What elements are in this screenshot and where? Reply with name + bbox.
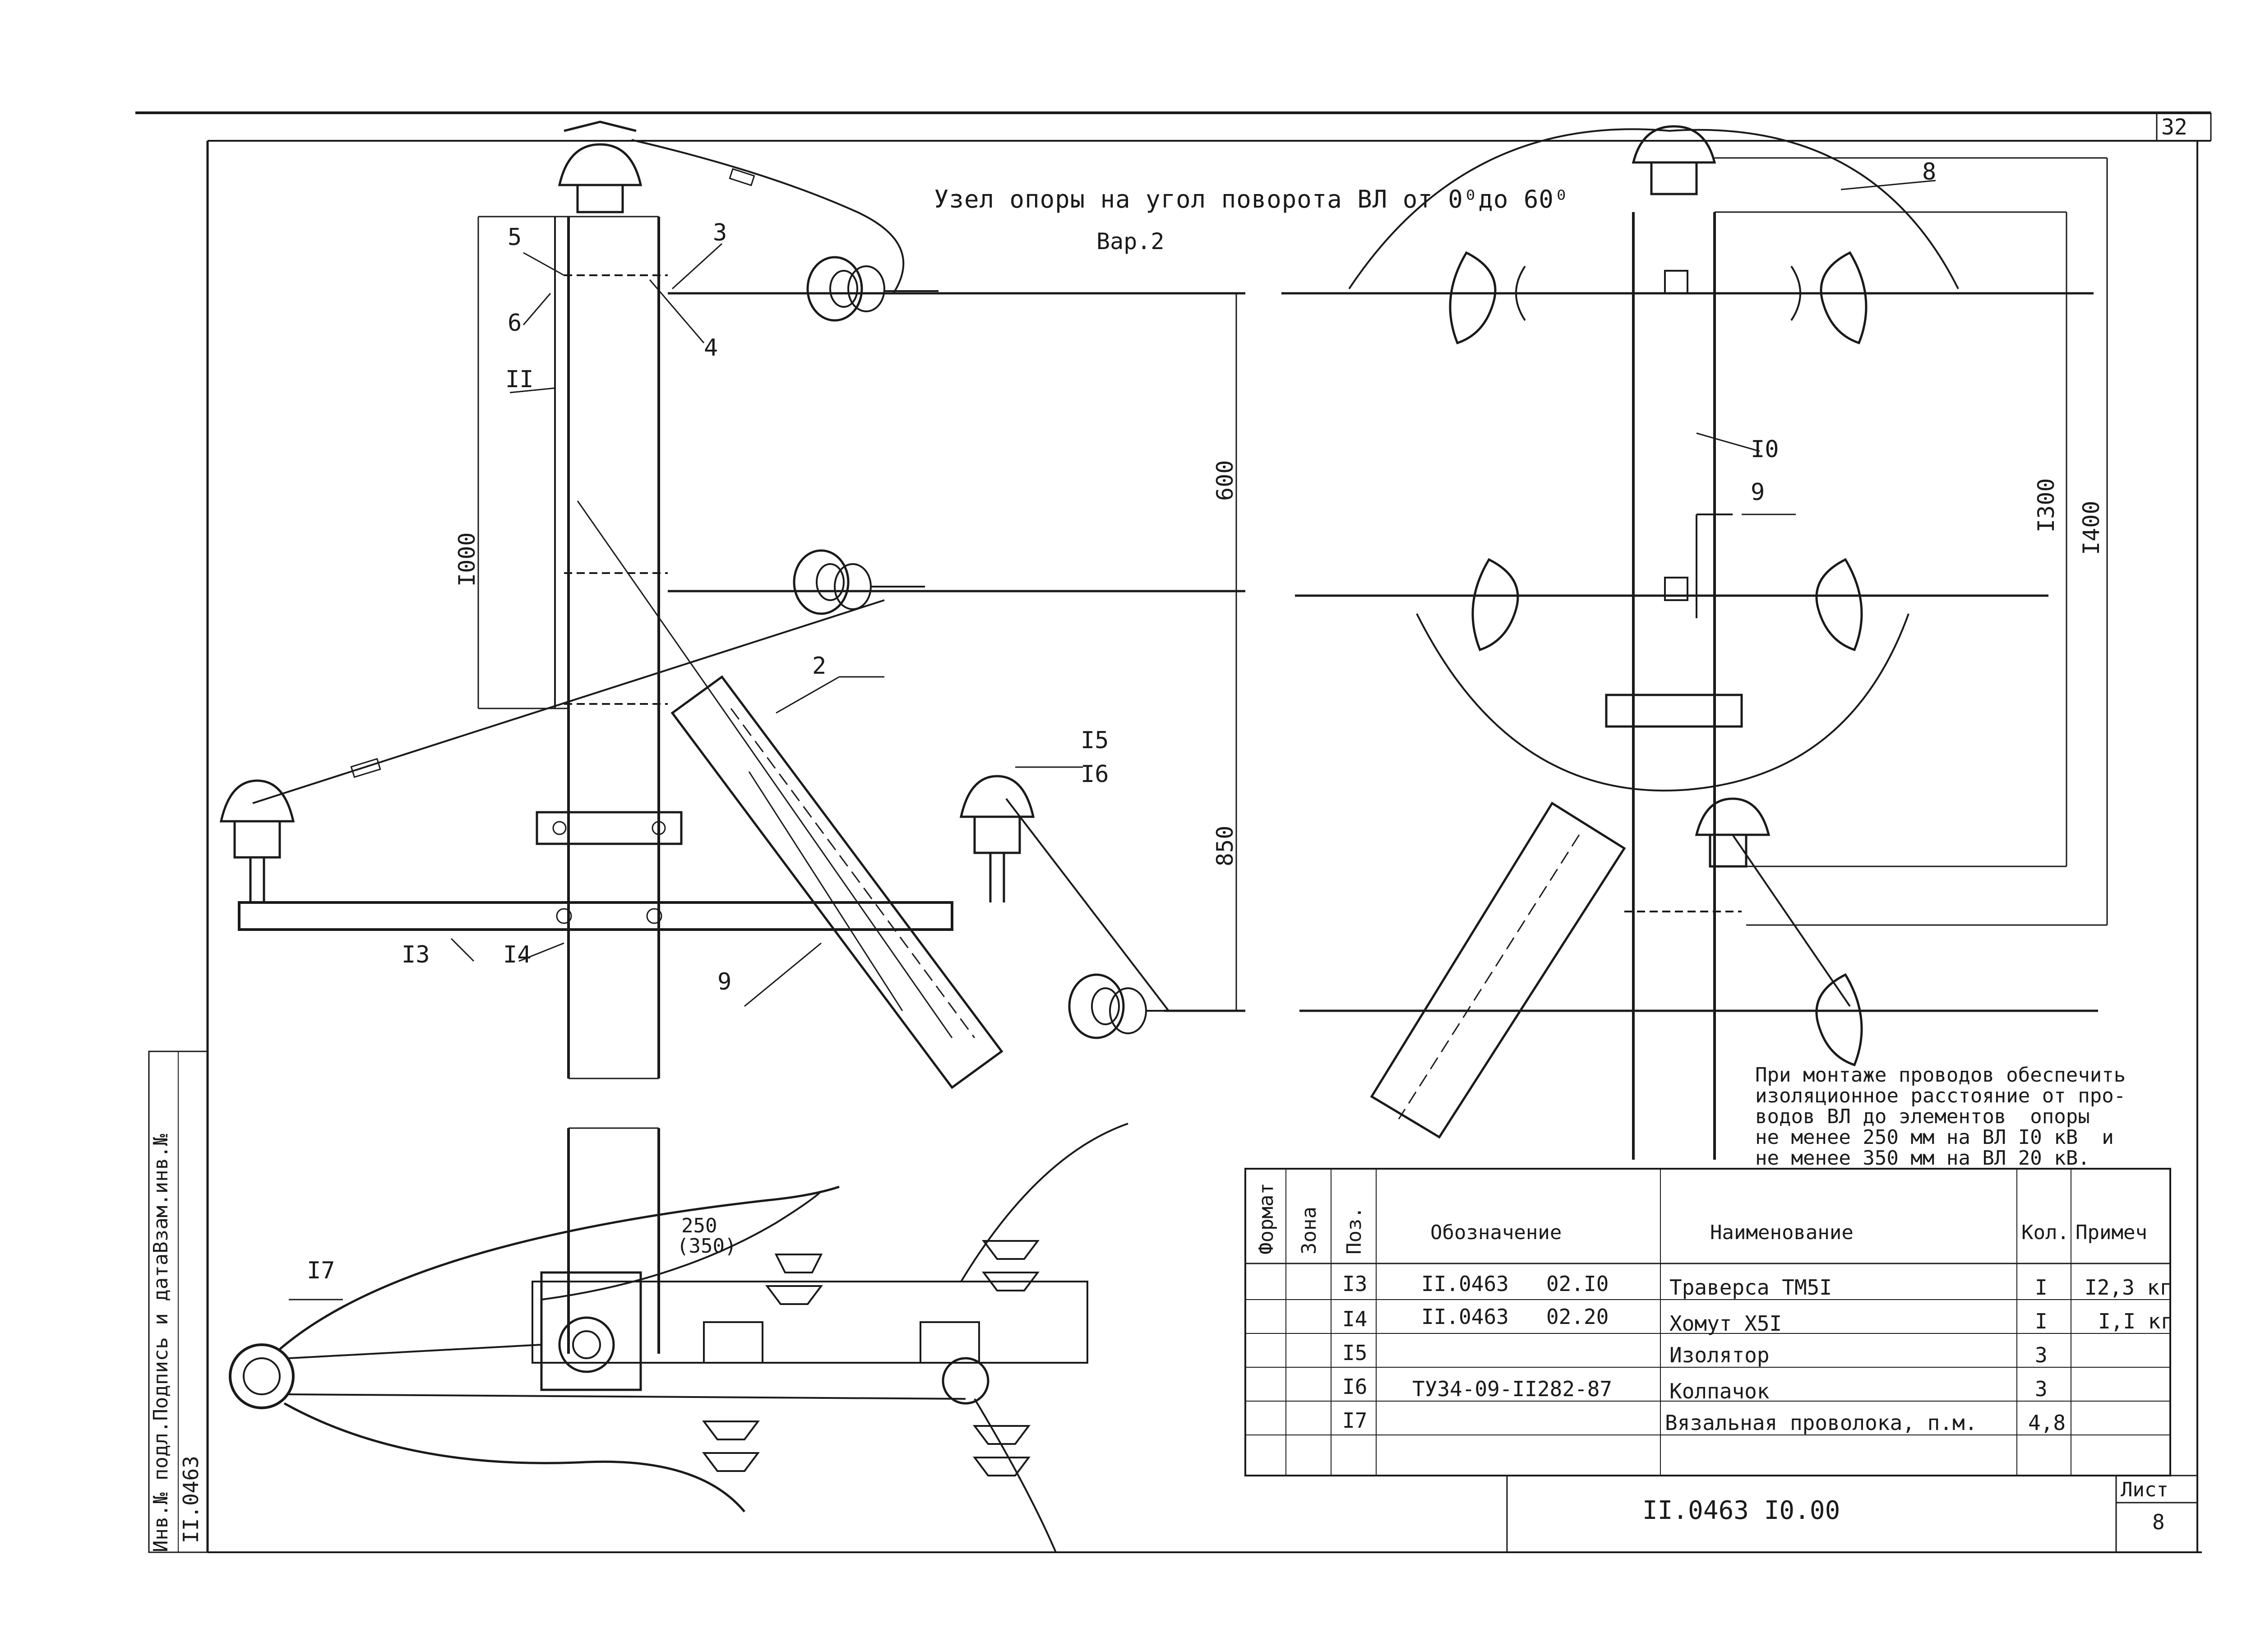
- col-designation: Обозначение: [1430, 1221, 1562, 1244]
- row-5-pos: I7: [1342, 1408, 1368, 1433]
- shackle-insulator-1: [806, 256, 938, 322]
- dim-350: (350): [677, 1235, 737, 1258]
- row-4-pos: I6: [1342, 1374, 1368, 1399]
- row-5-qty: 4,8: [2028, 1411, 2066, 1435]
- callout-8: 8: [1922, 158, 1937, 185]
- right-side-view: [1281, 125, 2108, 1160]
- drawing-variant: Вар.2: [1096, 228, 1165, 255]
- title-block: [1506, 1475, 2197, 1552]
- row-3-qty: 3: [2035, 1343, 2048, 1367]
- installation-note: При монтаже проводов обеспечить изоляцио…: [1755, 1064, 2126, 1170]
- row-2-qty: I: [2035, 1309, 2048, 1333]
- dim-600: 600: [1212, 460, 1238, 501]
- suspension-insulator-low: [1815, 973, 1863, 1067]
- shackle-insulator-3: [1068, 973, 1200, 1039]
- col-zone: Зона: [1298, 1207, 1321, 1254]
- callout-11: II: [505, 366, 534, 393]
- sheet-frame: [135, 111, 2212, 1553]
- col-pos: Поз.: [1343, 1207, 1366, 1254]
- dim-850: 850: [1212, 825, 1238, 866]
- left-front-view: [219, 120, 1245, 1354]
- callout-10: I0: [1751, 436, 1779, 463]
- plan-view: [229, 1123, 1128, 1553]
- spec-table-grid: [1244, 1168, 2171, 1476]
- row-2-note: I,I кг: [2098, 1309, 2173, 1333]
- col-name: Наименование: [1710, 1221, 1854, 1244]
- suspension-insulator-ur: [1449, 251, 1868, 345]
- row-1-name: Траверса ТМ5I: [1669, 1275, 1832, 1300]
- callout-leaders: [289, 180, 1936, 1300]
- col-format: Формат: [1255, 1183, 1278, 1254]
- col-qty: Кол.: [2021, 1221, 2069, 1244]
- row-1-note: I2,3 кг: [2085, 1275, 2172, 1300]
- callout-14: I4: [503, 941, 532, 968]
- page-number: 32: [2161, 115, 2187, 140]
- callout-17: I7: [307, 1257, 335, 1284]
- sheet-label: Лист: [2121, 1478, 2168, 1501]
- side-stamp-value: II.0463: [179, 1456, 203, 1543]
- row-4-designation: ТУ34-09-II282-87: [1412, 1377, 1613, 1401]
- row-2-pos: I4: [1342, 1307, 1368, 1331]
- dim-1400: I400: [2078, 500, 2104, 555]
- callout-9-left: 9: [717, 968, 732, 995]
- row-1-qty: I: [2035, 1275, 2048, 1300]
- side-stamp-labels: Инв.№ подл.Подпись и датаВзам.инв.№: [149, 1134, 172, 1552]
- row-2-designation: II.0463 02.20: [1421, 1305, 1609, 1329]
- callout-4: 4: [704, 334, 718, 361]
- row-3-pos: I5: [1342, 1341, 1368, 1365]
- callout-15: I5: [1081, 727, 1109, 754]
- callout-6: 6: [508, 310, 522, 337]
- callout-16: I6: [1081, 761, 1109, 788]
- dim-1300: I300: [2033, 478, 2059, 532]
- callout-5: 5: [508, 224, 522, 251]
- drawing-title: Узел опоры на угол поворота ВЛ от 0⁰до 6…: [934, 185, 1569, 213]
- row-3-name: Изолятор: [1669, 1343, 1770, 1367]
- row-4-qty: 3: [2035, 1377, 2048, 1401]
- row-1-pos: I3: [1342, 1272, 1368, 1296]
- side-stamp: [148, 1050, 208, 1553]
- suspension-insulator-mid: [1471, 558, 1863, 652]
- row-5-name: Вязальная проволока, п.м.: [1665, 1411, 1978, 1435]
- row-4-name: Колпачок: [1669, 1379, 1770, 1403]
- row-2-name: Хомут Х5I: [1669, 1311, 1782, 1336]
- row-1-designation: II.0463 02.I0: [1421, 1272, 1609, 1296]
- callout-3: 3: [713, 219, 727, 246]
- dim-250: 250: [681, 1214, 717, 1237]
- shackle-insulator-2: [793, 549, 925, 615]
- callout-2: 2: [812, 652, 827, 680]
- callout-9-right: 9: [1751, 479, 1765, 506]
- dim-1000: I000: [454, 532, 480, 587]
- col-note: Примеч: [2076, 1221, 2147, 1244]
- sheet-designation: II.0463 I0.00: [1642, 1496, 1840, 1525]
- sheet-number: 8: [2152, 1510, 2165, 1534]
- callout-13: I3: [402, 941, 430, 968]
